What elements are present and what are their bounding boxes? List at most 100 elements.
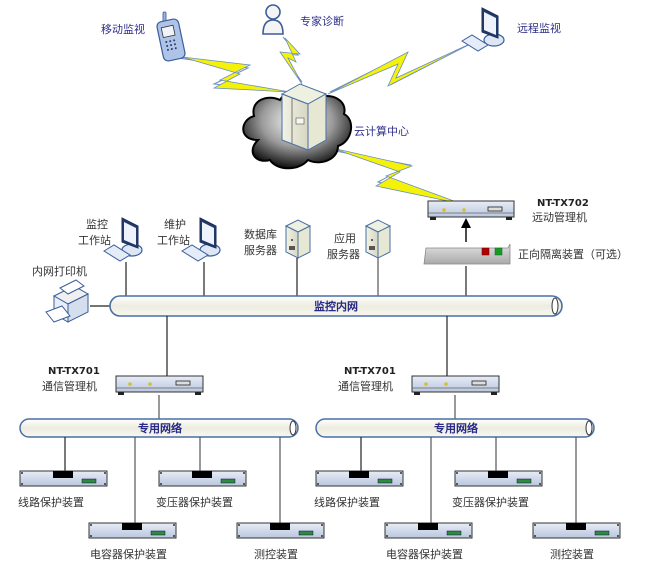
led-icon — [462, 208, 466, 212]
expert-diagnosis-label: 专家诊断 — [300, 14, 344, 28]
screw-icon — [386, 524, 388, 526]
screw-icon — [539, 472, 541, 474]
device-label: 测控装置 — [550, 547, 594, 561]
device-foot — [195, 392, 201, 395]
screw-icon — [90, 524, 92, 526]
lightning-bolt-icon — [181, 56, 291, 93]
screw-icon — [317, 483, 319, 485]
screw-icon — [21, 472, 23, 474]
dedicated-network-label: 专用网络 — [138, 421, 182, 435]
screw-icon — [400, 472, 402, 474]
device-foot — [491, 392, 497, 395]
led-red-icon — [481, 247, 490, 256]
cloud-computing-center-label: 云计算中心 — [354, 124, 409, 138]
device-label: 线路保护装置 — [18, 495, 84, 509]
display-icon — [192, 471, 212, 478]
device-label: 电容器保护装置 — [386, 547, 463, 561]
screw-icon — [386, 535, 388, 537]
screw-icon — [456, 483, 458, 485]
dedicated-network-bus — [315, 418, 595, 438]
terminal-icon — [150, 530, 166, 536]
led-icon — [442, 208, 446, 212]
screw-icon — [539, 483, 541, 485]
forward-isolator-label: 正向隔离装置（可选） — [518, 247, 628, 261]
db-server-label-1: 数据库 — [244, 227, 277, 241]
screw-icon — [173, 524, 175, 526]
terminal-icon — [446, 530, 462, 536]
remote-manager-name: 远动管理机 — [532, 210, 587, 224]
screw-icon — [104, 483, 106, 485]
lightning-bolt-icon — [279, 37, 303, 85]
device-foot — [118, 392, 124, 395]
screw-icon — [243, 472, 245, 474]
screw-icon — [534, 535, 536, 537]
display-icon — [418, 523, 438, 530]
person-icon — [262, 4, 284, 35]
monitor-ws-label-1: 监控 — [86, 217, 108, 231]
screw-icon — [21, 483, 23, 485]
screw-icon — [238, 535, 240, 537]
led-icon — [128, 382, 132, 386]
display-icon — [488, 471, 508, 478]
terminal-icon — [298, 530, 314, 536]
comm-manager-name: 通信管理机 — [338, 379, 393, 393]
database-server-icon — [284, 219, 312, 259]
substation-segment: NT-TX701通信管理机专用网络线路保护装置变压器保护装置电容器保护装置测控装… — [314, 366, 621, 561]
monitor-workstation-icon — [103, 217, 143, 262]
screw-icon — [173, 535, 175, 537]
forward-isolator-device — [423, 243, 511, 265]
screw-icon — [90, 535, 92, 537]
app-server-label-2: 服务器 — [327, 248, 360, 261]
screw-icon — [317, 472, 319, 474]
db-server-label-2: 服务器 — [244, 244, 277, 257]
remote-manager-model: NT-TX702 — [537, 198, 589, 209]
screw-icon — [534, 524, 536, 526]
screw-icon — [617, 535, 619, 537]
comm-manager-model: NT-TX701 — [48, 366, 100, 377]
port-icon — [175, 380, 191, 386]
terminal-icon — [377, 478, 393, 484]
screw-icon — [456, 472, 458, 474]
lightning-bolt-icon — [327, 41, 475, 95]
device-foot — [414, 392, 420, 395]
lightning-bolt-icon — [331, 147, 463, 205]
led-green-icon — [494, 247, 503, 256]
device-label: 线路保护装置 — [314, 495, 380, 509]
workstation-icon — [461, 7, 505, 52]
display-icon — [53, 471, 73, 478]
screw-icon — [400, 483, 402, 485]
screw-icon — [321, 535, 323, 537]
terminal-icon — [594, 530, 610, 536]
led-icon — [424, 382, 428, 386]
monitoring-lan-bus — [109, 295, 563, 317]
bus-end-cap — [289, 420, 297, 436]
screw-icon — [469, 535, 471, 537]
screw-icon — [160, 483, 162, 485]
display-icon — [349, 471, 369, 478]
maint-ws-label-2: 工作站 — [157, 233, 190, 247]
comm-manager-name: 通信管理机 — [42, 379, 97, 393]
dedicated-network-bus — [19, 418, 299, 438]
maintenance-workstation-icon — [181, 217, 221, 262]
screw-icon — [104, 472, 106, 474]
led-icon — [148, 382, 152, 386]
mobile-phone-icon — [156, 11, 186, 62]
app-server-label-1: 应用 — [334, 231, 356, 245]
port-icon — [471, 380, 487, 386]
terminal-icon — [516, 478, 532, 484]
screw-icon — [160, 472, 162, 474]
monitor-ws-label-2: 工作站 — [78, 233, 111, 247]
terminal-icon — [220, 478, 236, 484]
bus-end-cap — [585, 420, 593, 436]
device-label: 电容器保护装置 — [90, 547, 167, 561]
dedicated-network-label: 专用网络 — [434, 421, 478, 435]
remote-manager-device — [427, 200, 515, 220]
screw-icon — [321, 524, 323, 526]
monitoring-lan-label: 监控内网 — [314, 299, 358, 313]
application-server-icon — [364, 219, 392, 259]
terminal-icon — [81, 478, 97, 484]
remote-monitor-label: 远程监视 — [517, 21, 561, 35]
screw-icon — [469, 524, 471, 526]
display-icon — [270, 523, 290, 530]
